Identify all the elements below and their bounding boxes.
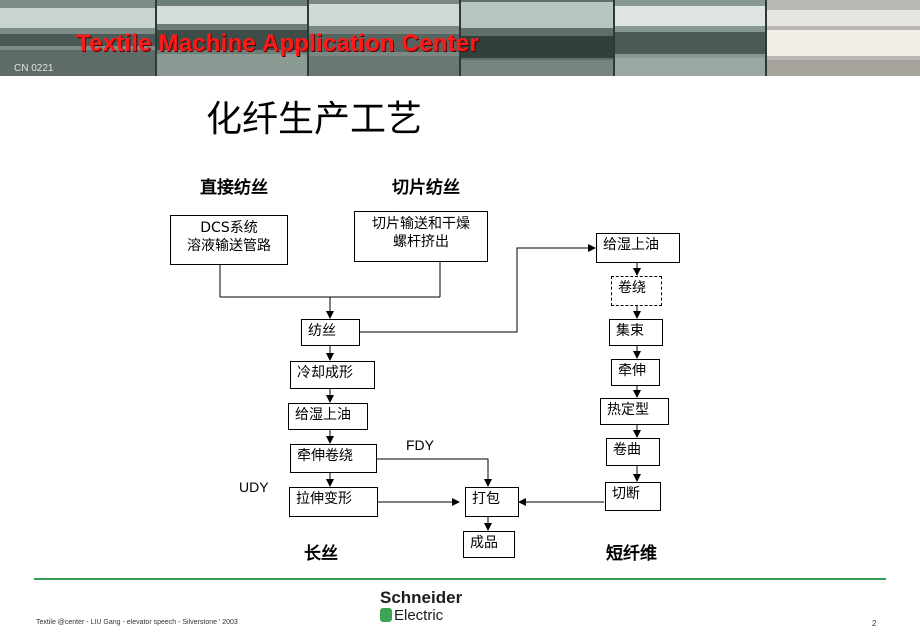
banner-code: CN 0221	[14, 63, 54, 74]
box-chip-feed: 切片输送和干燥 螺杆挤出	[354, 211, 488, 262]
banner-photo-spinning	[157, 0, 307, 76]
box-finished-product: 成品	[463, 531, 515, 558]
box-dcs-line1: DCS系统	[200, 220, 258, 236]
banner-photo-factory	[0, 0, 155, 76]
header-banner: Textile Machine Application Center CN 02…	[0, 0, 920, 76]
heading-filament: 长丝	[304, 544, 338, 564]
arrow-fdy-to-packing	[377, 458, 492, 487]
box-draw-winding: 牵伸卷绕	[290, 444, 377, 473]
box-chip-line1: 切片输送和干燥	[372, 216, 470, 232]
box-spinning: 纺丝	[301, 319, 360, 346]
footer-divider	[34, 578, 886, 580]
box-oiling-right: 给湿上油	[596, 233, 680, 263]
heading-chip-spinning: 切片纺丝	[392, 178, 460, 198]
arrow-spinning-to-staple	[360, 244, 596, 333]
box-winding: 卷绕	[611, 276, 662, 306]
box-bundling: 集束	[609, 319, 663, 346]
box-cooling-forming: 冷却成形	[290, 361, 375, 389]
footer-text: Textile @center - LIU Gang - elevator sp…	[36, 619, 238, 626]
banner-photo-hall	[461, 0, 613, 76]
heading-direct-spinning: 直接纺丝	[200, 178, 268, 198]
box-heat-setting: 热定型	[600, 398, 669, 425]
box-dcs-system: DCS系统 溶液输送管路	[170, 215, 288, 265]
box-dcs-line2: 溶液输送管路	[187, 238, 271, 254]
box-cutting: 切断	[605, 482, 661, 511]
box-crimping: 卷曲	[606, 438, 660, 466]
box-oiling-left: 给湿上油	[288, 403, 368, 430]
logo-text-electric: Electric	[394, 607, 444, 624]
schneider-electric-logo: Schneider Electric	[380, 588, 463, 624]
page-number: 2	[872, 619, 877, 628]
label-udy: UDY	[239, 479, 269, 495]
box-drawing: 牵伸	[611, 359, 660, 386]
banner-title: Textile Machine Application Center	[76, 30, 479, 57]
slide-title: 化纤生产工艺	[206, 99, 423, 140]
box-packing: 打包	[465, 487, 519, 517]
logo-text-schneider: Schneider	[380, 588, 463, 607]
banner-photo-machines	[309, 0, 459, 76]
box-chip-line2: 螺杆挤出	[393, 234, 449, 250]
banner-photo-yarn-cones	[767, 0, 920, 76]
box-draw-texturing: 拉伸变形	[289, 487, 378, 517]
logo-leaf-icon	[380, 608, 392, 622]
banner-photo-winding	[615, 0, 765, 76]
heading-staple-fiber: 短纤维	[606, 544, 657, 564]
label-fdy: FDY	[406, 437, 434, 453]
